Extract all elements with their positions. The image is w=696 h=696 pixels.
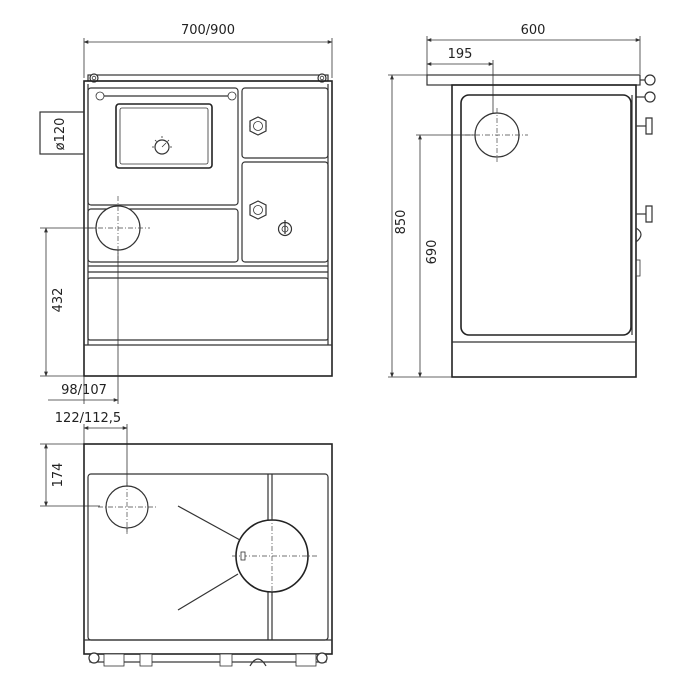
flue-diameter-label: ø120 <box>53 118 68 151</box>
height-432-dimension: 432 <box>40 227 96 377</box>
top-174-dimension: 174 <box>40 443 100 507</box>
height-850-dimension: 850 <box>388 74 452 378</box>
front-view: 700/900 <box>39 23 333 404</box>
top-front-rail <box>88 652 328 667</box>
thermometer-icon <box>152 136 172 155</box>
front-drawer <box>87 277 329 341</box>
height-690-label: 690 <box>425 240 440 265</box>
side-panel <box>460 94 632 336</box>
offset-98-107-dimension: 98/107 <box>48 250 119 404</box>
height-432-label: 432 <box>51 288 66 313</box>
top-view: 122/112,5 174 <box>40 411 333 667</box>
side-depth-dimension: 600 <box>426 23 641 78</box>
side-195-label: 195 <box>448 47 473 62</box>
hot-plate <box>177 505 318 611</box>
top-122-label: 122/112,5 <box>55 411 121 426</box>
side-handles <box>635 117 653 277</box>
flue-diameter-dimension: ø120 <box>39 111 85 155</box>
side-rail-knobs <box>636 74 656 103</box>
upper-right-door <box>241 87 329 159</box>
ash-door <box>87 208 239 263</box>
firebox-door <box>241 161 329 263</box>
top-174-label: 174 <box>51 463 66 488</box>
side-depth-label: 600 <box>521 23 546 38</box>
oven-door <box>87 87 239 206</box>
height-850-label: 850 <box>394 210 409 235</box>
side-body-outline <box>451 84 637 378</box>
side-top-plate <box>426 74 641 86</box>
side-view: 600 195 <box>388 23 656 378</box>
front-width-dimension: 700/900 <box>83 23 333 78</box>
height-690-dimension: 690 <box>416 134 475 378</box>
front-width-label: 700/900 <box>181 23 235 38</box>
front-body-outline <box>83 80 333 377</box>
top-flue-circle <box>98 482 158 534</box>
offset-98-107-label: 98/107 <box>61 383 107 398</box>
